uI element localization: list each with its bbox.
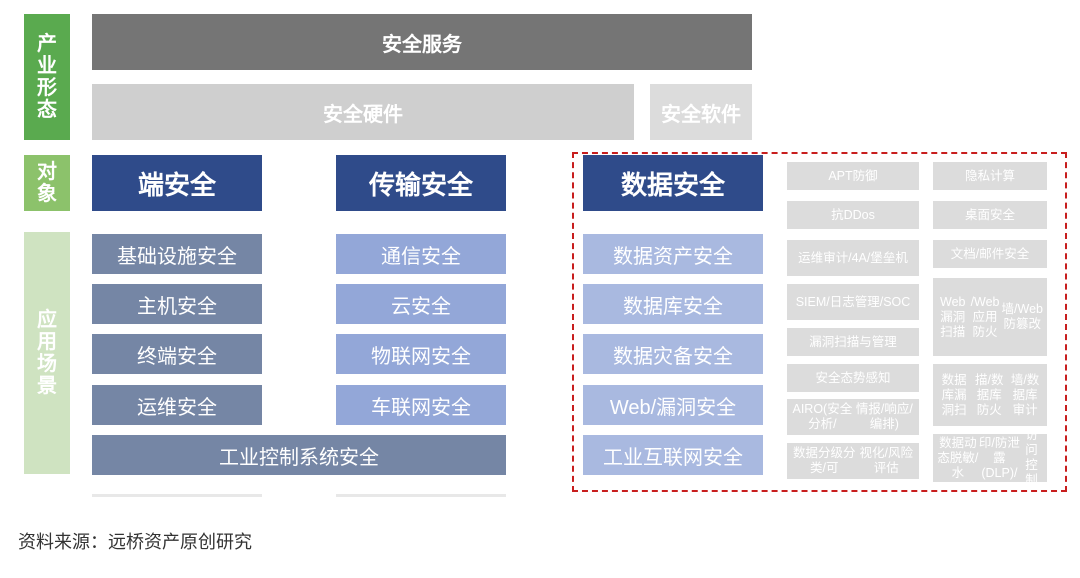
- endpoint-item: 终端安全: [92, 334, 262, 374]
- grid-line: 运维审计/4A/: [798, 250, 871, 265]
- grid-line: /SOC: [879, 294, 911, 309]
- divider: [92, 494, 262, 497]
- side-label-object: 对 象: [24, 155, 70, 211]
- grid-line: 安全态势感知: [815, 370, 891, 385]
- grid-line: 数据分级分类/可: [793, 446, 856, 475]
- grid-item: APT防御: [787, 162, 919, 190]
- grid-line: 隐私计算: [964, 168, 1015, 183]
- grid-line: 情报/响应/编排): [855, 402, 913, 431]
- side-char: 用: [37, 331, 57, 353]
- transport-item: 物联网安全: [336, 334, 506, 374]
- side-label-scenario: 应 用 场 景: [24, 232, 70, 474]
- grid-line: 抗DDos: [831, 207, 875, 222]
- grid-line: 访问控制: [1025, 428, 1038, 487]
- side-char: 对: [37, 161, 57, 183]
- grid-item: 文档/邮件安全: [933, 240, 1047, 268]
- data-item: 数据灾备安全: [583, 334, 763, 374]
- security-software-bar: 安全软件: [650, 84, 752, 140]
- grid-line: /Web应用防火: [970, 294, 1000, 339]
- transport-item: 车联网安全: [336, 385, 506, 425]
- data-item: Web/漏洞安全: [583, 385, 763, 425]
- grid-item: AIRO(安全分析/ 情报/响应/编排): [787, 399, 919, 435]
- security-hardware-bar: 安全硬件: [92, 84, 634, 140]
- data-security-header: 数据安全: [583, 155, 763, 211]
- transport-security-header: 传输安全: [336, 155, 506, 211]
- side-char: 应: [37, 309, 57, 331]
- grid-item: 安全态势感知: [787, 364, 919, 392]
- grid-line: 描/数据库防火: [974, 372, 1004, 417]
- endpoint-item: 主机安全: [92, 284, 262, 324]
- transport-item: 通信安全: [336, 234, 506, 274]
- side-char: 景: [37, 375, 57, 397]
- side-char: 场: [37, 353, 57, 375]
- grid-line: 数据库漏洞扫: [941, 372, 967, 417]
- grid-item: SIEM/日志管理 /SOC: [787, 284, 919, 320]
- grid-line: SIEM/日志管理: [795, 294, 880, 309]
- grid-item: 漏洞扫描与管理: [787, 328, 919, 356]
- grid-line: Web漏洞扫描: [940, 294, 966, 339]
- data-item: 数据库安全: [583, 284, 763, 324]
- side-char: 产: [37, 33, 57, 55]
- side-char: 业: [37, 55, 57, 77]
- industrial-control-bar: 工业控制系统安全: [92, 435, 506, 475]
- grid-line: APT防御: [828, 168, 878, 183]
- grid-line: 堡垒机: [870, 250, 908, 265]
- endpoint-security-header: 端安全: [92, 155, 262, 211]
- grid-item: 数据分级分类/可 视化/风险评估: [787, 443, 919, 479]
- divider: [336, 494, 506, 497]
- grid-item: Web漏洞扫描 /Web应用防火 墙/Web防篡改: [933, 278, 1047, 356]
- data-item: 数据资产安全: [583, 234, 763, 274]
- grid-line: 墙/数据库审计: [1010, 372, 1040, 417]
- side-char: 形: [37, 77, 57, 99]
- grid-item: 抗DDos: [787, 201, 919, 229]
- side-label-form: 产 业 形 态: [24, 14, 70, 140]
- data-security-highlight-frame: [572, 152, 1067, 492]
- side-char: 象: [37, 183, 57, 205]
- grid-line: 桌面安全: [964, 207, 1015, 222]
- grid-line: 漏洞扫描与管理: [809, 334, 897, 349]
- grid-item: 桌面安全: [933, 201, 1047, 229]
- grid-line: 文档/邮件安全: [950, 246, 1030, 261]
- grid-line: 视化/风险评估: [859, 446, 914, 475]
- endpoint-item: 基础设施安全: [92, 234, 262, 274]
- transport-item: 云安全: [336, 284, 506, 324]
- grid-line: 数据动态脱敏/水: [937, 435, 979, 480]
- security-service-bar: 安全服务: [92, 14, 752, 70]
- side-char: 态: [37, 99, 57, 121]
- grid-line: 印/防泄露(DLP)/: [978, 435, 1020, 480]
- grid-item: 隐私计算: [933, 162, 1047, 190]
- grid-item: 数据库漏洞扫 描/数据库防火 墙/数据库审计: [933, 364, 1047, 426]
- data-item: 工业互联网安全: [583, 435, 763, 475]
- grid-item: 运维审计/4A/ 堡垒机: [787, 240, 919, 276]
- endpoint-item: 运维安全: [92, 385, 262, 425]
- source-note: 资料来源：远桥资产原创研究: [18, 532, 252, 553]
- grid-line: 墙/Web防篡改: [1001, 302, 1043, 331]
- grid-item: 数据动态脱敏/水 印/防泄露(DLP)/ 访问控制: [933, 428, 1047, 487]
- grid-line: AIRO(安全分析/: [792, 402, 853, 431]
